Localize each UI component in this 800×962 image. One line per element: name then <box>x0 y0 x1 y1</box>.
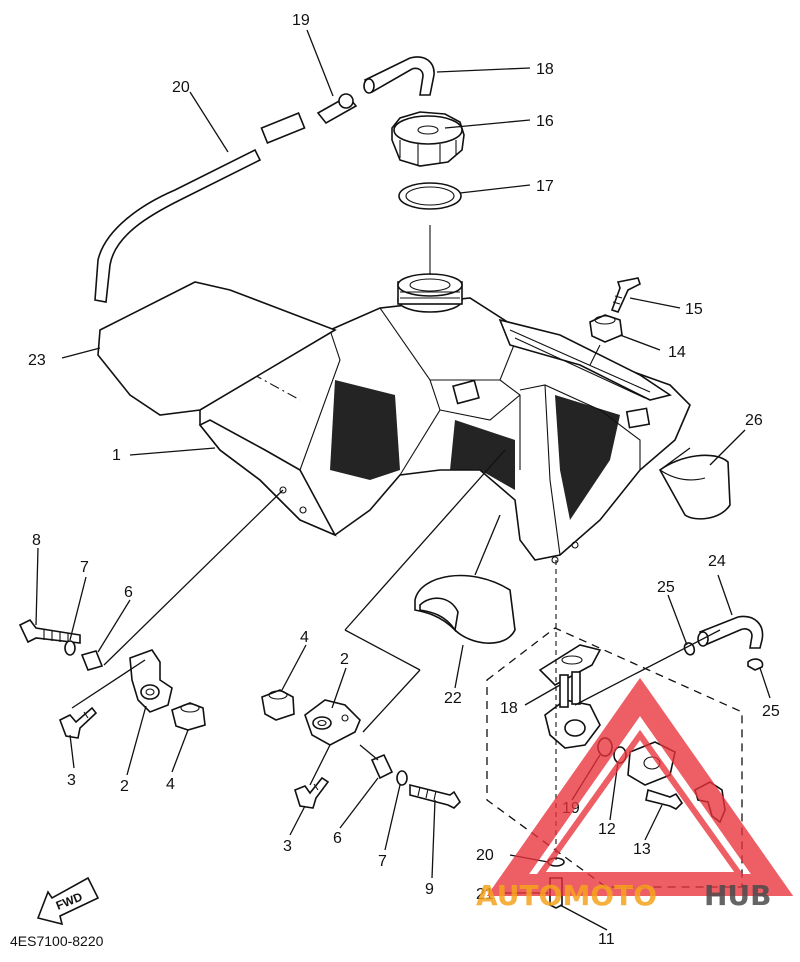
callout-2-center: 2 <box>340 651 349 668</box>
tank-pad-26 <box>658 454 731 520</box>
fuel-tank <box>97 273 691 564</box>
watermark-text-2: HUB <box>704 879 772 912</box>
callout-14: 20 <box>172 79 190 96</box>
fwd-arrow: FWD <box>36 876 100 926</box>
callout-25-top: 25 <box>657 579 675 596</box>
callout-22: 22 <box>444 690 462 707</box>
tank-pad-22 <box>414 574 516 644</box>
callout-6-left: 7 <box>80 559 89 576</box>
diagram-code: 4ES7100-8220 <box>10 933 104 949</box>
callout-21: 21 <box>476 886 494 903</box>
hose-clip-25 <box>683 642 764 671</box>
breather-hose-14 <box>94 112 306 303</box>
center-mount-group <box>261 689 462 809</box>
callout-6-center: 7 <box>378 853 387 870</box>
callout-3-left: 3 <box>67 772 76 789</box>
callout-3-center: 3 <box>283 838 292 855</box>
callout-9: 15 <box>685 301 703 318</box>
fuel-cap-10 <box>391 111 465 167</box>
callout-5-center: 6 <box>333 830 342 847</box>
callout-18: 18 <box>500 700 518 717</box>
watermark-text: AUTOMOTO HUB <box>476 879 772 912</box>
fuel-hose-24 <box>697 615 764 649</box>
callout-7-left: 8 <box>32 532 41 549</box>
callout-4-left: 4 <box>166 776 175 793</box>
left-mount-group <box>18 618 206 739</box>
callout-8: 14 <box>668 344 686 361</box>
breather-hose-12 <box>363 56 435 96</box>
callout-16: 12 <box>598 821 616 838</box>
cap-gasket-11 <box>398 182 462 210</box>
callout-13: 19 <box>292 12 310 29</box>
callout-23: 23 <box>28 352 46 369</box>
callout-4-center: 4 <box>300 629 309 646</box>
callout-7-center: 9 <box>425 881 434 898</box>
callout-24: 24 <box>708 553 726 570</box>
callout-5-left: 6 <box>124 584 133 601</box>
callout-labels: 1 23 20 19 18 16 17 15 14 26 24 25 25 18… <box>28 12 780 948</box>
callout-11: 17 <box>536 178 554 195</box>
callout-2-left: 2 <box>120 778 129 795</box>
callout-26: 26 <box>745 412 763 429</box>
callout-25-bottom: 25 <box>762 703 780 720</box>
callout-12: 18 <box>536 61 554 78</box>
bolt-9 <box>610 277 641 313</box>
watermark-text-1: AUTOMOTO <box>476 879 657 912</box>
callout-17: 13 <box>633 841 651 858</box>
callout-10: 16 <box>536 113 554 130</box>
watermark-logo <box>486 677 794 896</box>
callout-15: 11 <box>598 931 615 948</box>
fitting-13 <box>316 93 358 125</box>
callout-1: 1 <box>112 447 121 464</box>
damper-8 <box>589 314 623 343</box>
callout-20: 20 <box>476 847 494 864</box>
